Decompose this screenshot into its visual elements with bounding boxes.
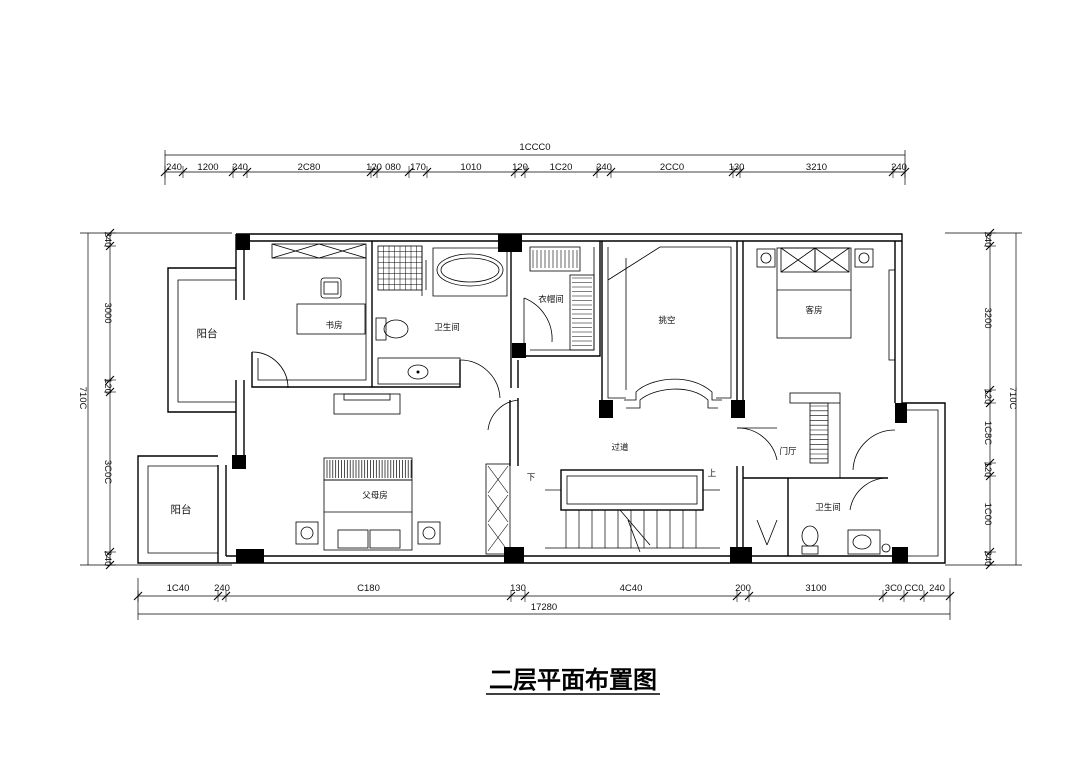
balcony-bottom: 阳台 (137, 455, 218, 564)
top-dim-label: 1200 (197, 162, 218, 173)
top-dim-label: 1010 (460, 162, 481, 173)
bottom-dim-label: 1C40 (167, 583, 190, 594)
bottom-dim-label: 3100 (805, 583, 826, 594)
top-dim-label: 120 (512, 162, 528, 173)
balcony-top-label: 阳台 (197, 327, 218, 340)
top-dim-label: 240 (596, 162, 612, 173)
bathroom-top: 卫生间 (372, 241, 512, 399)
bottom-dim-label: 130 (510, 583, 526, 594)
top-dim-label: 170 (410, 162, 426, 173)
right-dim-label: 240 (982, 551, 993, 567)
bottom-overall-dimension: 17280 (531, 602, 557, 613)
right-overall-dimension: 710C (1007, 387, 1018, 410)
parents-room: 父母房 (295, 457, 511, 555)
stair-down-label: 下 (527, 473, 536, 483)
bathroom-bottom-label: 卫生间 (815, 502, 841, 513)
balcony-bottom-label: 阳台 (171, 503, 192, 516)
bottom-dim-label: 200 (735, 583, 751, 594)
closet-room: 衣帽间 (510, 241, 601, 388)
bottom-dim-label: 3C0 (885, 583, 902, 594)
bottom-dim-label: 4C40 (620, 583, 643, 594)
right-dim-label: 120 (982, 389, 993, 405)
bottom-dim-label: C180 (357, 583, 380, 594)
left-dim-label: 3000 (102, 302, 113, 323)
right-dim-label: 240 (982, 232, 993, 248)
left-dim-label: 120 (102, 378, 113, 394)
top-dim-label: 1C20 (550, 162, 573, 173)
outer-walls (217, 233, 946, 564)
right-dimension-chain: 240 3200 120 1C8C 120 1C00 240 710C (945, 228, 1022, 570)
top-dim-label: 120 (366, 162, 382, 173)
drawing-title: 二层平面布置图 (489, 666, 657, 694)
top-dim-label: 130 (729, 162, 745, 173)
bottom-dim-label: CC0 (904, 583, 923, 594)
guest-room: 客房 (742, 241, 896, 405)
top-dim-label: 240 (166, 162, 182, 173)
void-label: 挑空 (658, 315, 675, 326)
left-dim-label: 240 (102, 232, 113, 248)
study-room: 书房 (251, 241, 401, 415)
study-label: 书房 (325, 320, 342, 331)
left-dimension-chain: 240 3000 120 3C0C 240 710C (77, 228, 232, 570)
left-overall-dimension: 710C (77, 387, 88, 410)
foyer-label: 门厅 (779, 446, 797, 457)
left-dim-label: 3C0C (102, 460, 113, 484)
right-dim-label: 1C8C (982, 421, 993, 445)
top-dim-label: 240 (891, 162, 907, 173)
right-dim-label: 1C00 (982, 503, 993, 526)
guest-room-label: 客房 (805, 305, 822, 316)
balcony-top: 阳台 (167, 267, 236, 413)
parents-room-label: 父母房 (362, 490, 388, 501)
foyer-and-bathroom: 门厅 卫生间 (736, 392, 896, 556)
top-dim-label: 2C80 (298, 162, 321, 173)
top-dim-label: 080 (385, 162, 401, 173)
bottom-dim-label: 240 (214, 583, 230, 594)
top-overall-dimension: 1CCC0 (519, 142, 550, 153)
top-dim-label: 3210 (806, 162, 827, 173)
bathroom-top-label: 卫生间 (434, 322, 460, 333)
void-area: 挑空 (601, 241, 738, 409)
stair-up-label: 上 (708, 469, 717, 479)
left-dim-label: 240 (102, 551, 113, 567)
closet-label: 衣帽间 (538, 294, 564, 305)
bottom-dim-label: 240 (929, 583, 945, 594)
corridor-area: 过道 下 上 (487, 398, 778, 553)
top-dim-label: 2CC0 (660, 162, 684, 173)
right-dim-label: 3200 (982, 307, 993, 328)
structural-columns (232, 234, 908, 563)
right-dim-label: 120 (982, 462, 993, 478)
top-dim-label: 240 (232, 162, 248, 173)
corridor-label: 过道 (611, 442, 629, 453)
